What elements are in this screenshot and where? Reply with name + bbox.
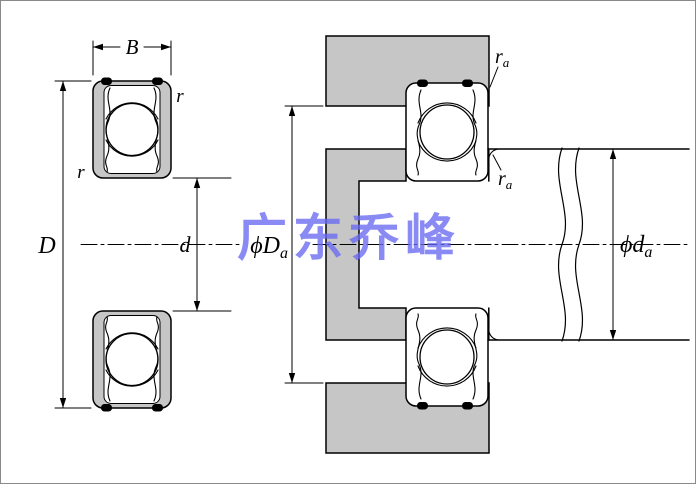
ra-top-main: r bbox=[495, 46, 503, 68]
phi-Da-subscript: a bbox=[280, 245, 288, 262]
ball bbox=[105, 102, 159, 157]
dim-label-ra-top: ra bbox=[495, 46, 510, 70]
dim-label-D: D bbox=[37, 233, 55, 259]
arrowhead-down bbox=[59, 398, 67, 408]
arrowhead-up bbox=[609, 149, 617, 159]
bearing-section-bottom bbox=[92, 310, 172, 413]
dim-label-phi-Da: ϕDa bbox=[250, 233, 288, 262]
dim-label-r-left: r bbox=[77, 162, 85, 183]
bearing-mounting-view: ϕDa ϕda ra ra bbox=[250, 35, 692, 454]
dim-label-B: B bbox=[126, 35, 139, 59]
seal-right bbox=[153, 87, 159, 173]
dimension-B bbox=[92, 40, 172, 76]
dim-label-d: d bbox=[180, 232, 192, 257]
arrowhead-up bbox=[59, 81, 67, 91]
dim-label-phi-da: ϕda bbox=[620, 232, 652, 261]
arrowhead-down bbox=[288, 373, 296, 383]
dim-label-r-top: r bbox=[176, 86, 184, 107]
leader-ra-top bbox=[489, 66, 499, 88]
mounted-bearing-bottom bbox=[405, 307, 489, 411]
seal-right bbox=[472, 89, 478, 176]
ball bbox=[419, 104, 475, 160]
leader-ra-mid bbox=[492, 154, 502, 171]
watermark-text: 广东乔峰 bbox=[237, 210, 461, 266]
mounted-bearing-top bbox=[405, 79, 489, 182]
phi-Da-main: ϕD bbox=[250, 233, 280, 259]
seal-anchor-left bbox=[101, 77, 112, 85]
shaft-fillet-bottom bbox=[488, 330, 499, 341]
raceway-arc-lower bbox=[417, 140, 477, 162]
bearing-front-view: B D d r r bbox=[37, 35, 244, 413]
seal-anchor-left bbox=[417, 79, 428, 87]
phi-da-subscript: a bbox=[644, 244, 652, 261]
ra-top-subscript: a bbox=[503, 55, 510, 70]
arrowhead-down bbox=[193, 301, 201, 311]
ra-mid-subscript: a bbox=[506, 177, 513, 192]
arrowhead-up bbox=[288, 106, 296, 116]
dimension-d bbox=[172, 177, 232, 312]
dimension-da bbox=[609, 148, 617, 341]
dimension-D bbox=[54, 80, 92, 409]
ra-mid-main: r bbox=[498, 168, 506, 190]
arrowhead-left bbox=[93, 43, 103, 51]
phi-da-main: ϕd bbox=[620, 232, 645, 258]
seal-left bbox=[105, 87, 111, 173]
bearing-section-top bbox=[92, 77, 172, 179]
arrowhead-right bbox=[161, 43, 171, 51]
seal-anchor-right bbox=[462, 79, 473, 87]
dim-label-ra-mid: ra bbox=[498, 168, 513, 192]
shaft-fillet-top bbox=[488, 148, 499, 159]
seal-left bbox=[416, 89, 422, 176]
arrowhead-up bbox=[193, 178, 201, 188]
arrowhead-down bbox=[609, 330, 617, 340]
dimension-Da bbox=[284, 105, 324, 384]
seal-anchor-right bbox=[152, 77, 163, 85]
raceway-arc-upper bbox=[417, 102, 477, 124]
